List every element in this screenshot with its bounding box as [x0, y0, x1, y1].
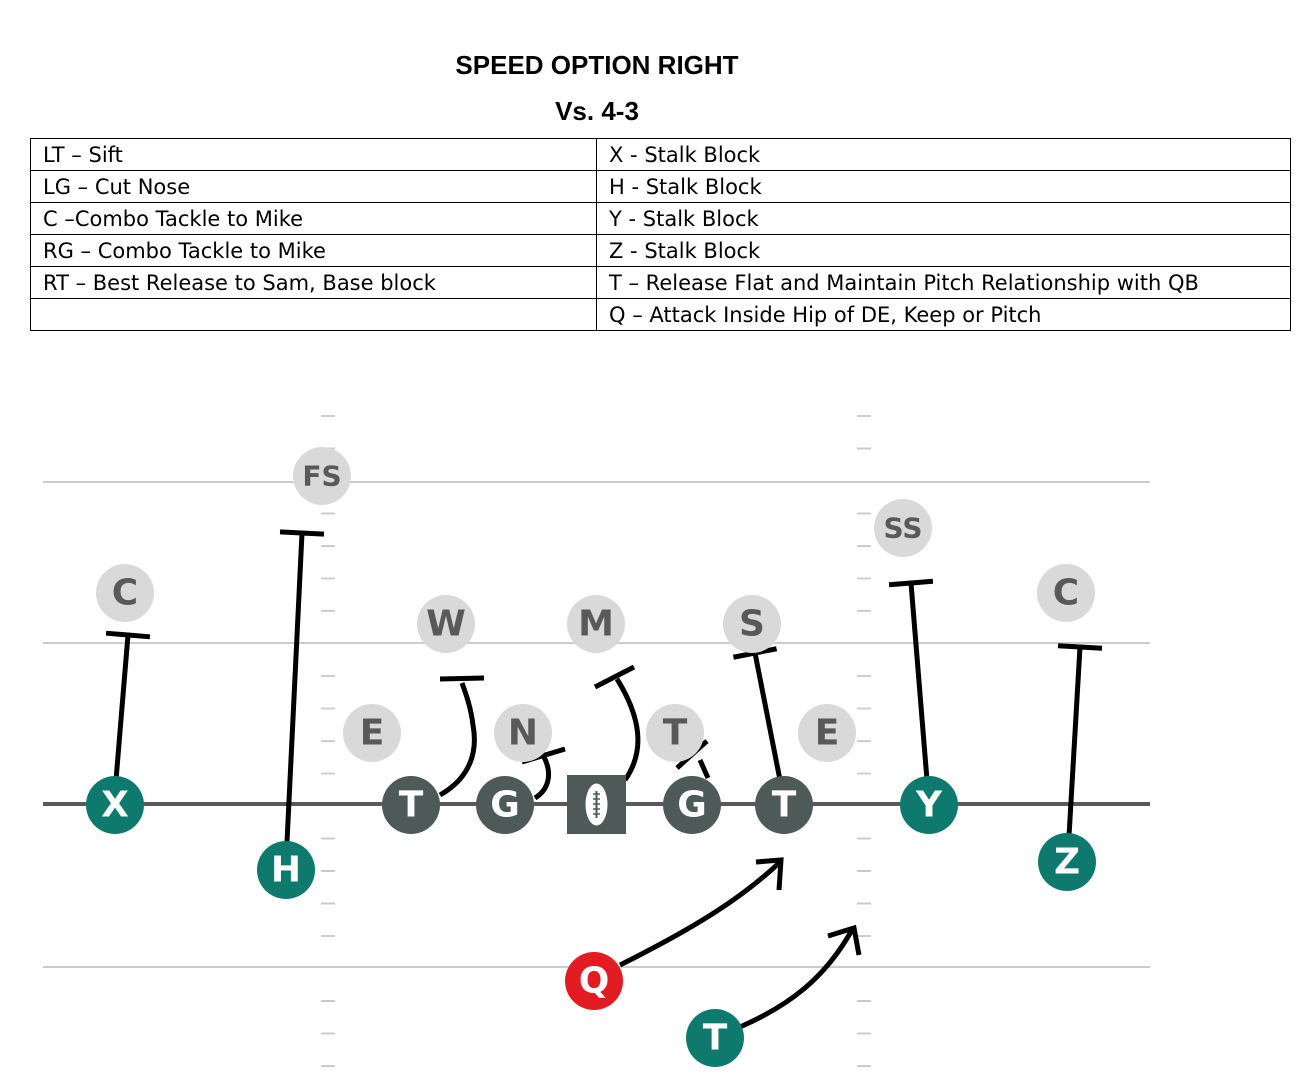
player-label: W — [426, 604, 466, 645]
table-row: Q – Attack Inside Hip of DE, Keep or Pit… — [30, 298, 1291, 331]
player-label: G — [490, 785, 520, 826]
assignment-left: RT – Best Release to Sam, Base block — [30, 266, 597, 299]
assignment-right: Q – Attack Inside Hip of DE, Keep or Pit… — [596, 298, 1291, 331]
player-n: N — [494, 704, 552, 762]
block-lt-sift — [438, 675, 485, 798]
player-lg: G — [476, 776, 534, 834]
player-y: Y — [900, 776, 958, 834]
assignment-left: C –Combo Tackle to Mike — [30, 202, 597, 235]
player-lt: T — [382, 776, 440, 834]
player-label: Q — [579, 961, 610, 1002]
player-rt: T — [755, 776, 813, 834]
player-label: C — [1053, 573, 1079, 614]
routes — [105, 529, 1103, 1030]
player-label: Z — [1054, 842, 1080, 883]
player-rg: G — [663, 776, 721, 834]
player-label: E — [815, 713, 840, 754]
block-rt-release — [732, 646, 783, 781]
route-q-option — [618, 857, 784, 968]
table-row: RG – Combo Tackle to Mike Z - Stalk Bloc… — [30, 234, 1291, 267]
player-t: T — [646, 704, 704, 762]
play-title: SPEED OPTION RIGHT — [455, 50, 739, 80]
player-c-right: C — [1037, 564, 1095, 622]
assignment-left: LG – Cut Nose — [30, 170, 597, 203]
player-label: M — [578, 604, 614, 645]
player-label: T — [663, 713, 688, 754]
player-label: T — [399, 785, 424, 826]
player-label: X — [101, 785, 129, 826]
assignment-table: LT – Sift X - Stalk Block LG – Cut Nose … — [30, 138, 1291, 331]
table-row: C –Combo Tackle to Mike Y - Stalk Block — [30, 202, 1291, 235]
assignment-right: T – Release Flat and Maintain Pitch Rela… — [596, 266, 1291, 299]
player-s: S — [723, 595, 781, 653]
player-z: Z — [1038, 833, 1096, 891]
player-label: Y — [915, 785, 943, 826]
player-label: T — [772, 785, 797, 826]
assignment-left: LT – Sift — [30, 138, 597, 171]
player-label: H — [271, 850, 301, 891]
player-e-right: E — [798, 704, 856, 762]
assignment-right: X - Stalk Block — [596, 138, 1291, 171]
table-row: RT – Best Release to Sam, Base block T –… — [30, 266, 1291, 299]
player-c-left: C — [96, 564, 154, 622]
player-x: X — [86, 776, 144, 834]
assignment-right: Y - Stalk Block — [596, 202, 1291, 235]
player-m: M — [567, 595, 625, 653]
player-e-left: E — [343, 704, 401, 762]
play-subtitle: Vs. 4-3 — [555, 96, 639, 126]
player-label: N — [508, 713, 538, 754]
player-label: C — [112, 573, 138, 614]
player-w: W — [417, 595, 475, 653]
block-z-stalk — [1057, 643, 1103, 837]
player-label: T — [703, 1018, 728, 1059]
table-row: LT – Sift X - Stalk Block — [30, 138, 1291, 171]
table-row: LG – Cut Nose H - Stalk Block — [30, 170, 1291, 203]
player-label: SS — [883, 512, 922, 545]
player-fs: FS — [293, 447, 351, 505]
football-icon — [585, 783, 608, 826]
player-label: G — [677, 785, 707, 826]
block-y-stalk — [888, 578, 934, 781]
player-tb: T — [686, 1009, 744, 1067]
assignment-right: Z - Stalk Block — [596, 234, 1291, 267]
block-c-combo — [593, 664, 641, 782]
player-ss: SS — [874, 499, 932, 557]
player-h: H — [257, 841, 315, 899]
assignment-right: H - Stalk Block — [596, 170, 1291, 203]
block-h-stalk — [279, 529, 325, 843]
player-center — [567, 775, 626, 834]
player-label: FS — [302, 460, 341, 493]
route-t-pitch — [738, 924, 862, 1030]
player-label: E — [360, 713, 385, 754]
assignment-left — [30, 298, 597, 331]
player-q: Q — [565, 952, 623, 1010]
block-x-stalk — [105, 630, 151, 781]
player-label: S — [739, 604, 765, 645]
assignment-left: RG – Combo Tackle to Mike — [30, 234, 597, 267]
